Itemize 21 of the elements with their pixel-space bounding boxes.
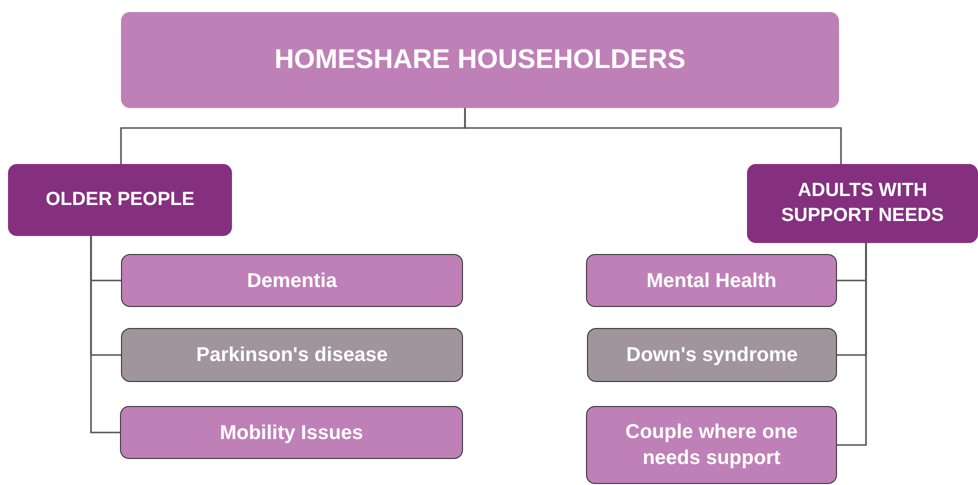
item-box bbox=[586, 254, 837, 307]
connector-line bbox=[90, 236, 120, 434]
node-label: Mental Health bbox=[646, 268, 777, 294]
connector-line bbox=[464, 108, 842, 164]
node-label: Mobility Issues bbox=[220, 420, 364, 446]
category-box bbox=[8, 164, 232, 236]
item-box bbox=[587, 328, 837, 382]
node-label: Dementia bbox=[246, 268, 338, 294]
title-box bbox=[121, 12, 839, 108]
item-box bbox=[121, 254, 463, 307]
node-label: OLDER PEOPLE bbox=[46, 188, 194, 212]
node-label: Down's syndrome bbox=[626, 343, 798, 368]
node-label: Couple where one needs support bbox=[624, 420, 799, 471]
category-box bbox=[747, 164, 978, 243]
item-box bbox=[121, 328, 463, 382]
node-label: ADULTS WITH SUPPORT NEEDS bbox=[780, 178, 945, 228]
node-label: Parkinson's disease bbox=[196, 343, 388, 368]
node-label: HOMESHARE HOUSEHOLDERS bbox=[274, 43, 686, 76]
connector-line bbox=[837, 243, 867, 446]
item-box bbox=[586, 406, 837, 484]
item-box bbox=[120, 406, 463, 459]
